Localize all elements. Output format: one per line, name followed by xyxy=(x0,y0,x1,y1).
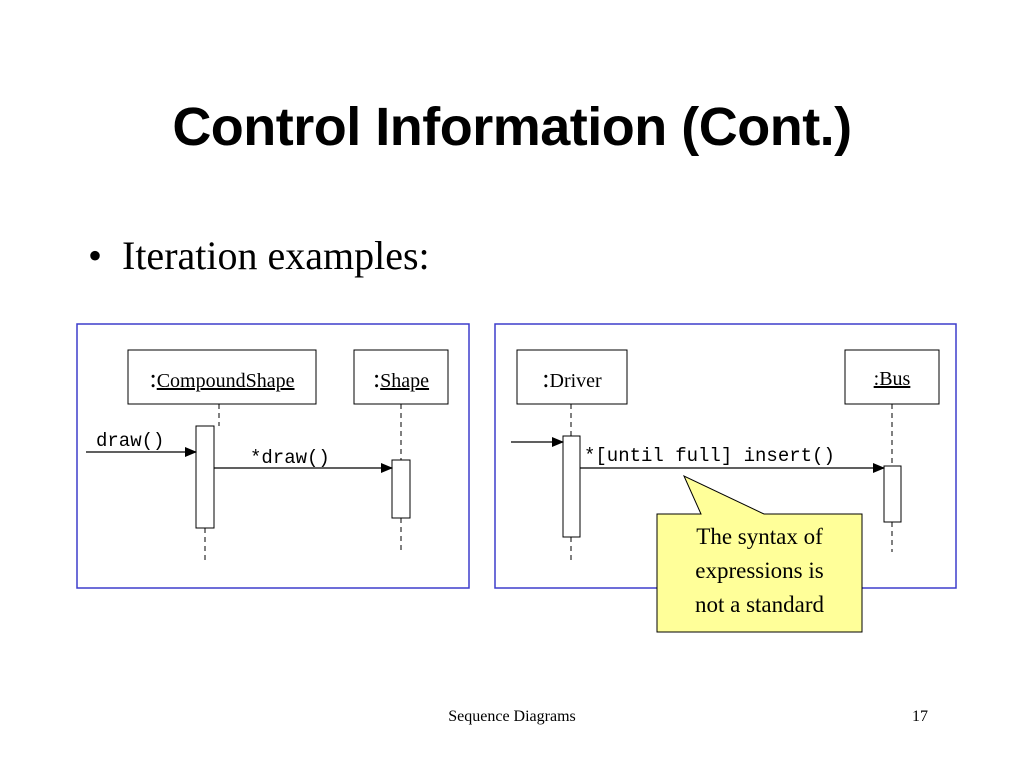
message-label-draw: draw() xyxy=(96,430,164,452)
object-box-bus xyxy=(844,349,940,405)
footer-title: Sequence Diagrams xyxy=(448,708,576,725)
message-label-star-draw: *draw() xyxy=(250,447,330,469)
object-label-driver: :Driver xyxy=(542,364,602,393)
callout-line: The syntax of xyxy=(696,524,823,549)
bullet-dot: • xyxy=(88,233,103,278)
activation-shape xyxy=(391,459,411,519)
bullet-text: Iteration examples: xyxy=(122,233,430,278)
activation-driver xyxy=(562,435,581,538)
callout-line: not a standard xyxy=(694,592,824,617)
object-box-compoundshape xyxy=(127,349,317,405)
object-box-driver xyxy=(516,349,628,405)
left-diagram: :CompoundShape :Shape draw() *draw() xyxy=(76,323,470,589)
object-label-shape: :Shape xyxy=(373,364,429,393)
callout-bubble xyxy=(656,474,863,633)
object-box-shape xyxy=(353,349,449,405)
page-number: 17 xyxy=(912,708,928,725)
callout-text: The syntax of expressions is not a stand… xyxy=(658,520,861,622)
slide-title: Control Information (Cont.) xyxy=(172,97,852,157)
activation-compoundshape xyxy=(195,425,215,529)
object-label-compoundshape: :CompoundShape xyxy=(149,364,294,393)
bullet-item: • Iteration examples: xyxy=(88,232,430,279)
object-label-bus: :Bus xyxy=(874,368,911,390)
message-label-insert: *[until full] insert() xyxy=(584,445,835,467)
activation-bus xyxy=(883,465,902,523)
callout-line: expressions is xyxy=(695,558,824,583)
